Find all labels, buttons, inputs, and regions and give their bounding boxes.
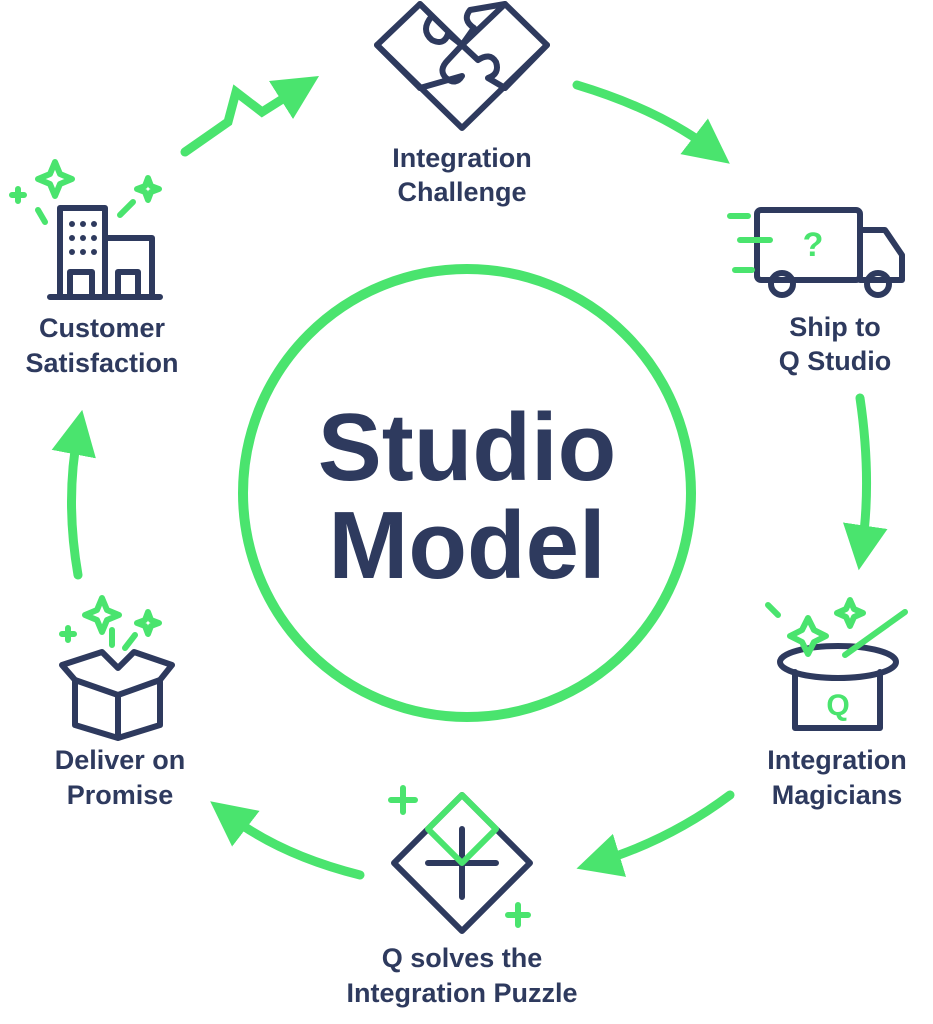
solved-puzzle-icon xyxy=(388,785,533,934)
hat-letter: Q xyxy=(826,689,849,722)
step-label-line1: Q solves the xyxy=(382,943,543,973)
arrow-satisfaction-to-challenge xyxy=(180,75,320,157)
title-line1: Studio xyxy=(318,394,617,501)
open-box-icon xyxy=(59,595,175,741)
truck-question-mark: ? xyxy=(803,226,824,264)
center-circle xyxy=(238,264,696,722)
step-label-line1: Ship to xyxy=(789,312,880,342)
building-icon xyxy=(9,159,163,300)
step-label-line1: Integration xyxy=(392,143,532,173)
step-label-line1: Deliver on xyxy=(55,745,186,775)
step-label-line2: Magicians xyxy=(772,780,903,810)
step-label-line1: Integration xyxy=(767,745,907,775)
magic-hat-icon: Q xyxy=(765,597,908,731)
step-label-line2: Integration Puzzle xyxy=(346,978,577,1008)
arrow-puzzle-to-deliver xyxy=(210,801,365,880)
step-label-line2: Promise xyxy=(67,780,174,810)
arrow-challenge-to-ship xyxy=(572,80,730,164)
step-label-line2: Q Studio xyxy=(779,346,891,376)
step-label-line1: Customer xyxy=(39,313,166,343)
arrow-ship-to-magicians xyxy=(843,393,888,571)
arrow-magicians-to-puzzle xyxy=(576,790,735,877)
arrow-deliver-to-satisfaction xyxy=(51,409,96,580)
delivery-truck-icon: ? xyxy=(727,207,905,298)
step-label-line2: Challenge xyxy=(397,177,526,207)
title-line2: Model xyxy=(328,492,605,599)
puzzle-heart-icon xyxy=(374,1,550,131)
step-label-line2: Satisfaction xyxy=(25,348,178,378)
